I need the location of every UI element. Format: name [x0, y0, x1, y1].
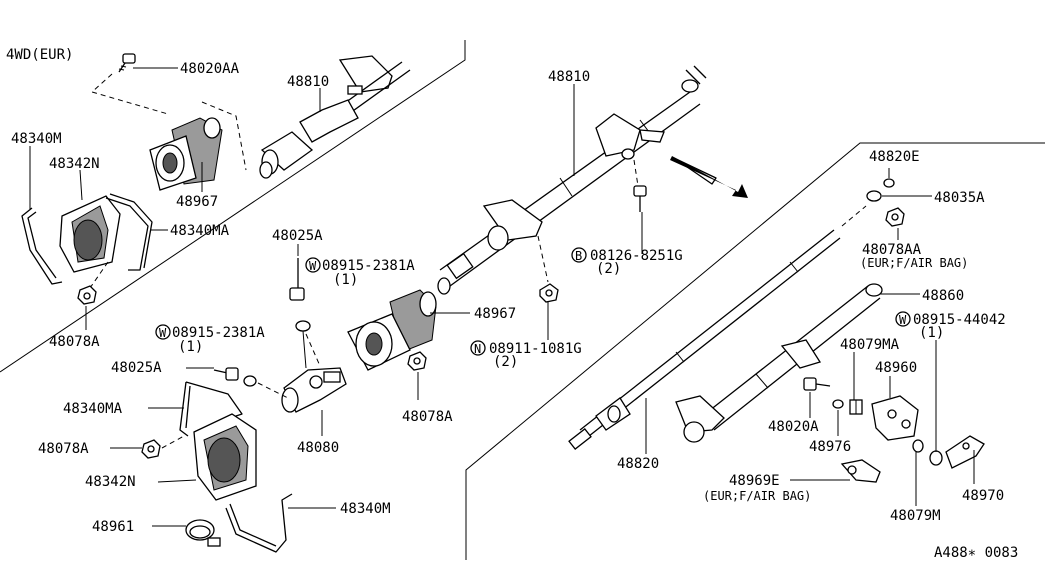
svg-text:W: W — [309, 259, 317, 273]
nut-48078A-left-icon — [141, 439, 161, 459]
qty-08915-2381A-top: (1) — [333, 272, 358, 288]
bolt-48025A-top-icon — [289, 258, 305, 301]
shaft-48820-icon — [568, 229, 841, 451]
leader-lines — [29, 67, 975, 527]
bracket-48960-icon — [871, 395, 919, 441]
prefix-symbols: W W B N W — [155, 247, 911, 356]
label-08126-8251G: 08126-8251G — [590, 248, 683, 264]
washer-08915-2381A-left-icon — [243, 375, 257, 387]
qty-08915-2381A-left: (1) — [178, 339, 203, 355]
note-48969E: (EUR;F/AIR BAG) — [703, 489, 811, 503]
label-48080: 48080 — [297, 440, 339, 456]
label-48976: 48976 — [809, 439, 851, 455]
label-48340M-top: 48340M — [11, 131, 62, 147]
svg-text:N: N — [474, 342, 481, 356]
variant-label: 4WD(EUR) — [6, 47, 73, 63]
qty-08915-44042: (1) — [919, 325, 944, 341]
washer-08915-44042-icon — [929, 450, 943, 466]
bolt-08126-8251G-icon — [633, 159, 647, 212]
label-48969E: 48969E — [729, 473, 780, 489]
label-48810-main: 48810 — [548, 69, 590, 85]
bracket-48970-icon — [945, 435, 985, 469]
boot-48967-top-icon — [149, 117, 223, 191]
label-48960: 48960 — [875, 360, 917, 376]
label-48340M-bottom: 48340M — [340, 501, 391, 517]
label-48078A-top: 48078A — [49, 334, 100, 350]
tube-48860-icon — [675, 283, 883, 443]
washer-symbol-top: W — [305, 257, 321, 273]
label-08915-2381A-top: 08915-2381A — [322, 258, 415, 274]
qty-08911-1081G: (2) — [493, 354, 518, 370]
label-48025A-left: 48025A — [111, 360, 162, 376]
middle-assembly — [213, 65, 707, 413]
label-48970: 48970 — [962, 488, 1004, 504]
label-48025A-top: 48025A — [272, 228, 323, 244]
panel-border-lines — [0, 40, 1045, 560]
label-48035A: 48035A — [934, 190, 985, 206]
bottom-left-subassembly — [141, 381, 293, 553]
label-08911-1081G: 08911-1081G — [489, 341, 582, 357]
label-48079M: 48079M — [890, 508, 941, 524]
nut-48078A-top-icon — [77, 285, 97, 305]
direction-arrow-icon — [670, 156, 748, 198]
nut-48078AA-icon — [885, 207, 905, 227]
washer-48820E-icon — [883, 178, 895, 188]
u-joint-48080-icon — [281, 367, 347, 413]
qty-08126-8251G: (2) — [596, 261, 621, 277]
washer-08915-2381A-top-icon — [295, 320, 311, 369]
label-48342N-left: 48342N — [85, 474, 136, 490]
label-48078A-left: 48078A — [38, 441, 89, 457]
nut-symbol: N — [470, 340, 486, 356]
label-48967-mid: 48967 — [474, 306, 516, 322]
clamp-48961-icon — [185, 519, 221, 547]
label-48020AA: 48020AA — [180, 61, 240, 77]
label-48340MA-top: 48340MA — [170, 223, 230, 239]
label-48078A-mid: 48078A — [402, 409, 453, 425]
part-labels: 4WD(EUR) 48020AA 48810 48810 48340M 4834… — [6, 47, 1018, 561]
label-48967-top: 48967 — [176, 194, 218, 210]
column-48810-main-icon — [437, 65, 707, 295]
boot-48967-mid-icon — [347, 289, 437, 371]
svg-text:W: W — [899, 313, 907, 327]
top-left-subassembly — [21, 53, 411, 305]
bolt-48025A-left-icon — [213, 367, 239, 381]
label-48020A: 48020A — [768, 419, 819, 435]
washer-symbol-left: W — [155, 324, 171, 340]
label-48820E: 48820E — [869, 149, 920, 165]
washer-48079M-icon — [912, 439, 924, 453]
label-48342N-top: 48342N — [49, 156, 100, 172]
bracket-48340M-bottom-icon — [225, 493, 293, 553]
bolt-48020AA-icon — [118, 53, 136, 73]
nut-08911-1081G-icon — [539, 283, 559, 303]
clip-48969E-icon — [840, 459, 881, 483]
bolt-symbol: B — [571, 247, 587, 263]
washer-symbol-right: W — [895, 311, 911, 327]
bracket-48340MA-top-icon — [105, 193, 153, 271]
nut-48078A-mid-icon — [407, 351, 427, 371]
label-48860: 48860 — [922, 288, 964, 304]
label-48961: 48961 — [92, 519, 134, 535]
label-48079MA: 48079MA — [840, 337, 900, 353]
clip-48079MA-icon — [849, 399, 863, 415]
bracket-48340M-top-icon — [21, 207, 63, 285]
label-48078AA: 48078AA — [862, 242, 922, 258]
reference-code: A488∗ 0083 — [934, 545, 1018, 561]
label-48810-top: 48810 — [287, 74, 329, 90]
svg-text:W: W — [159, 326, 167, 340]
right-subassembly — [568, 156, 985, 483]
label-48820: 48820 — [617, 456, 659, 472]
column-48810-top-icon — [259, 55, 411, 179]
bolt-48020A-icon — [803, 377, 831, 391]
svg-text:B: B — [575, 249, 582, 263]
cover-48342N-top-icon — [59, 195, 121, 273]
label-48340MA-left: 48340MA — [63, 401, 123, 417]
washer-48035A-icon — [866, 190, 882, 202]
label-08915-2381A-left: 08915-2381A — [172, 325, 265, 341]
note-48078AA: (EUR;F/AIR BAG) — [860, 256, 968, 270]
cover-48342N-left-icon — [193, 413, 257, 501]
washer-48976-icon — [832, 399, 844, 409]
label-08915-44042: 08915-44042 — [913, 312, 1006, 328]
